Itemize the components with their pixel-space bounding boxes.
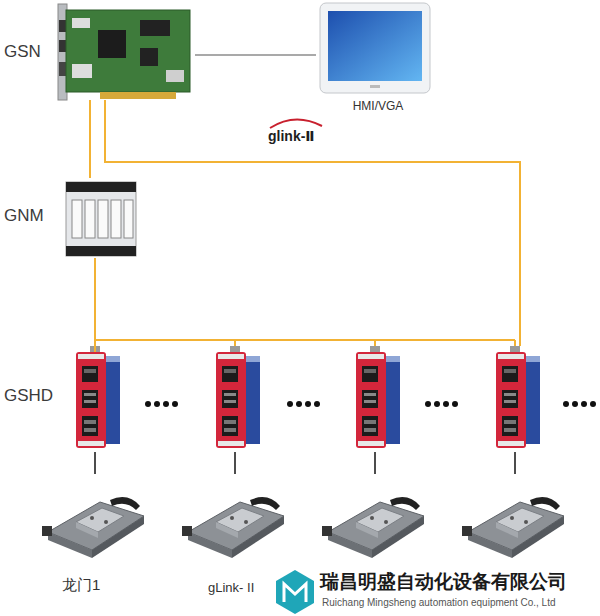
- logo-mark: [284, 584, 306, 602]
- device-name: GNM: [4, 206, 44, 226]
- device-node: GSHD: [2, 352, 124, 450]
- drive-drop: [514, 340, 516, 346]
- motor-cable: [514, 452, 516, 474]
- io-slot: [72, 200, 82, 238]
- module-body: [66, 182, 136, 256]
- device-node: HMI/VGA: [316, 2, 440, 118]
- servo-drive: [496, 352, 540, 448]
- bus-connector: [89, 100, 91, 178]
- port: [59, 62, 66, 76]
- io-slot: [124, 200, 133, 238]
- logo-hexagon: [276, 570, 314, 614]
- drive-drop: [374, 340, 376, 346]
- bus-line: [95, 100, 520, 346]
- bus-logo-text: glink-Ⅱ: [268, 128, 315, 145]
- drive-chain: [95, 339, 515, 341]
- servo-drive: [216, 352, 260, 448]
- linear-stages: [42, 497, 564, 558]
- company-name-en: Ruichang Mingsheng automation equipment …: [322, 597, 555, 609]
- motor-cable: [234, 452, 236, 474]
- device-node: GNM: [2, 178, 140, 258]
- bus-connector: [94, 258, 96, 352]
- terminal-strip: [66, 182, 136, 192]
- ellipsis-dots: [145, 401, 178, 407]
- servo-drive: [76, 352, 120, 448]
- motor-cable: [95, 452, 515, 474]
- cable-plug: [230, 346, 240, 352]
- linear-stage: [182, 497, 284, 558]
- bus-connector: [195, 54, 316, 55]
- io-slot: [85, 200, 95, 238]
- motor-cable: [374, 452, 376, 474]
- linear-stage: [462, 497, 564, 558]
- port: [59, 20, 66, 32]
- device-name: GSHD: [4, 386, 53, 406]
- drives: [76, 346, 596, 448]
- device-node: GSN: [2, 2, 195, 100]
- ellipsis-dots: [563, 401, 596, 407]
- drive-drop: [234, 340, 236, 346]
- chip: [140, 20, 170, 36]
- chip: [140, 48, 158, 66]
- connector: [72, 64, 92, 78]
- cable-plug: [370, 346, 380, 352]
- gantry-label: 龙门1: [62, 576, 100, 594]
- bus-label: gLink- II: [208, 580, 254, 596]
- device-name: HMI/VGA: [353, 99, 404, 113]
- ellipsis-dots: [425, 401, 458, 407]
- motor-cable: [94, 452, 96, 474]
- hmi-monitor: [320, 3, 430, 93]
- pcb-board: [66, 10, 190, 92]
- ellipsis-dots: [287, 401, 320, 407]
- io-slot: [111, 200, 121, 238]
- port: [59, 40, 66, 52]
- device-name: GSN: [4, 42, 41, 62]
- glink-line: [105, 100, 520, 346]
- servo-drive: [356, 352, 400, 448]
- gold-fingers: [100, 92, 176, 99]
- monitor-frame: [320, 3, 430, 93]
- connector: [72, 18, 90, 28]
- io-slot: [98, 200, 108, 238]
- connector: [166, 70, 184, 82]
- monitor-led: [370, 85, 380, 88]
- logo-arc: [270, 119, 322, 128]
- linear-stage: [42, 497, 144, 558]
- gnm-module: [66, 182, 136, 256]
- pcb-card: [58, 4, 190, 100]
- company-logo: [276, 570, 314, 614]
- terminal-strip: [66, 246, 136, 256]
- monitor-screen: [328, 11, 422, 81]
- company-name: 瑞昌明盛自动化设备有限公司: [320, 571, 567, 594]
- linear-stage: [322, 497, 424, 558]
- chip: [98, 30, 126, 58]
- cable-plug: [510, 346, 520, 352]
